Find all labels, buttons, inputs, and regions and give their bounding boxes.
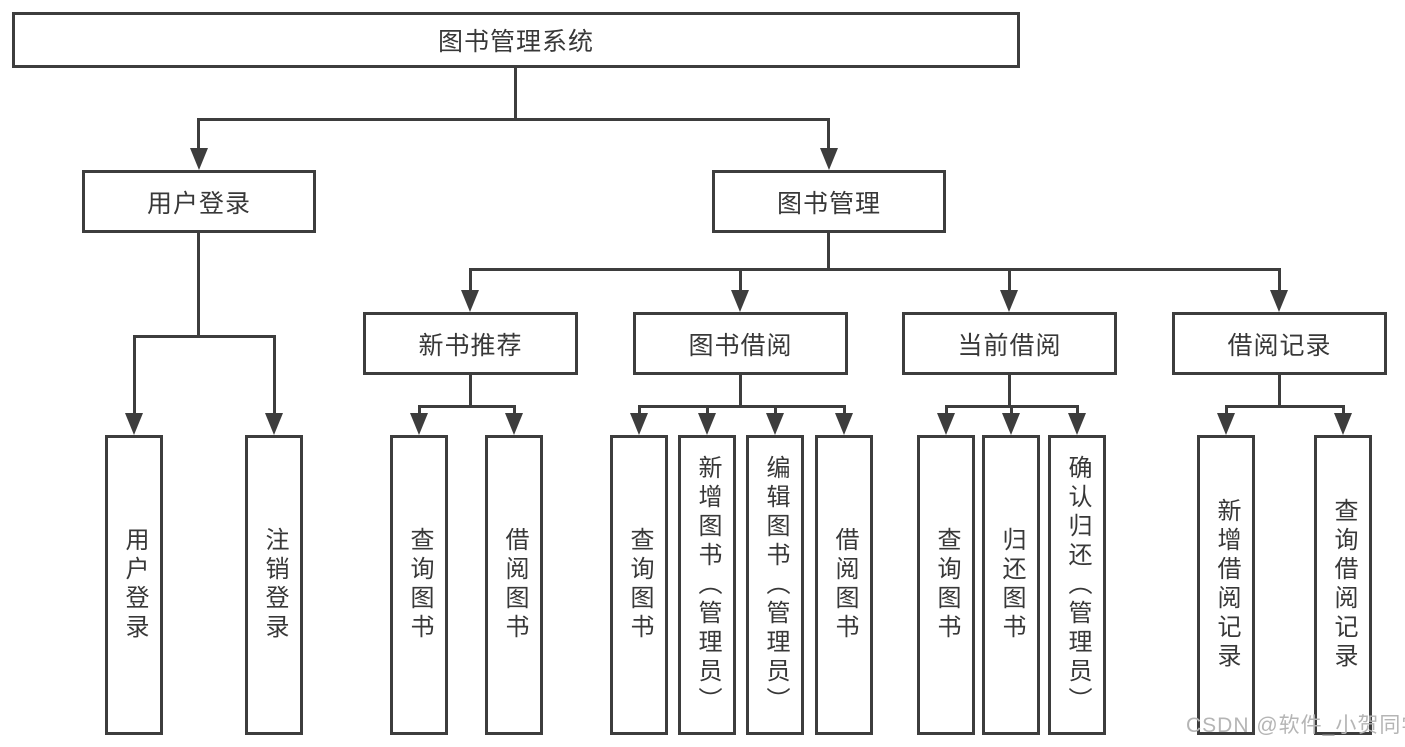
- connector-line: [469, 268, 472, 292]
- connector-line: [273, 335, 276, 414]
- connector-arrow-down: [630, 413, 648, 435]
- connector-line: [945, 405, 948, 415]
- leaf-query-books-recommend: 查询图书: [390, 435, 448, 735]
- connector-arrow-down: [731, 290, 749, 312]
- connector-line: [706, 405, 709, 415]
- connector-arrow-down: [1002, 413, 1020, 435]
- leaf-edit-book-admin: 编辑图书（管理员）: [746, 435, 804, 735]
- connector-line: [199, 118, 829, 121]
- connector-line: [827, 233, 830, 271]
- leaf-user-login: 用户登录: [105, 435, 163, 735]
- leaf-add-book-admin: 新增图书（管理员）: [678, 435, 736, 735]
- connector-arrow-down: [835, 413, 853, 435]
- connector-arrow-down: [190, 148, 208, 170]
- connector-arrow-down: [937, 413, 955, 435]
- connector-line: [1225, 405, 1228, 415]
- connector-line: [638, 405, 641, 415]
- connector-arrow-down: [505, 413, 523, 435]
- connector-line: [133, 335, 136, 414]
- leaf-return-book: 归还图书: [982, 435, 1040, 735]
- connector-line: [469, 373, 472, 408]
- connector-line: [739, 373, 742, 408]
- node-new-book-recommend: 新书推荐: [363, 312, 578, 375]
- connector-arrow-down: [1217, 413, 1235, 435]
- connector-arrow-down: [410, 413, 428, 435]
- connector-line: [1278, 373, 1281, 408]
- connector-line: [1010, 405, 1013, 415]
- connector-line: [470, 268, 1280, 271]
- connector-arrow-down: [125, 413, 143, 435]
- connector-arrow-down: [461, 290, 479, 312]
- node-user-login: 用户登录: [82, 170, 316, 233]
- connector-line: [134, 335, 274, 338]
- connector-arrow-down: [1000, 290, 1018, 312]
- connector-line: [1342, 405, 1345, 415]
- node-book-borrow: 图书借阅: [633, 312, 848, 375]
- node-borrow-records: 借阅记录: [1172, 312, 1387, 375]
- node-book-management: 图书管理: [712, 170, 946, 233]
- connector-line: [639, 405, 844, 408]
- connector-line: [197, 118, 200, 149]
- connector-line: [1076, 405, 1079, 415]
- leaf-borrow-book: 借阅图书: [815, 435, 873, 735]
- connector-line: [514, 68, 517, 121]
- connector-arrow-down: [1334, 413, 1352, 435]
- connector-line: [827, 118, 830, 149]
- leaf-query-books-borrow: 查询图书: [610, 435, 668, 735]
- leaf-query-borrow-record: 查询借阅记录: [1314, 435, 1372, 735]
- connector-line: [1008, 268, 1011, 292]
- connector-arrow-down: [766, 413, 784, 435]
- node-current-borrow: 当前借阅: [902, 312, 1117, 375]
- leaf-add-borrow-record: 新增借阅记录: [1197, 435, 1255, 735]
- node-library-system: 图书管理系统: [12, 12, 1020, 68]
- connector-arrow-down: [820, 148, 838, 170]
- connector-arrow-down: [698, 413, 716, 435]
- watermark: CSDN @软件_小贺同学: [1186, 714, 1405, 737]
- connector-line: [843, 405, 846, 415]
- connector-line: [419, 405, 514, 408]
- connector-line: [1226, 405, 1343, 408]
- leaf-confirm-return-admin: 确认归还（管理员）: [1048, 435, 1106, 735]
- connector-line: [774, 405, 777, 415]
- connector-line: [1278, 268, 1281, 292]
- leaf-logout: 注销登录: [245, 435, 303, 735]
- connector-line: [739, 268, 742, 292]
- connector-line: [418, 405, 421, 415]
- connector-arrow-down: [265, 413, 283, 435]
- connector-line: [197, 233, 200, 338]
- connector-line: [513, 405, 516, 415]
- leaf-query-books-current: 查询图书: [917, 435, 975, 735]
- connector-arrow-down: [1270, 290, 1288, 312]
- connector-arrow-down: [1068, 413, 1086, 435]
- connector-line: [1008, 373, 1011, 408]
- leaf-borrow-books-recommend: 借阅图书: [485, 435, 543, 735]
